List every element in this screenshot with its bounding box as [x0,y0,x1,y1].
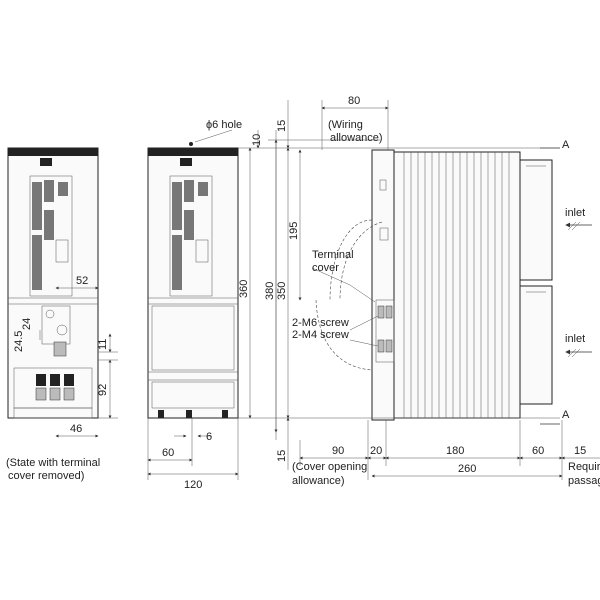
state-note-line-1: (State with terminal [6,457,100,469]
dimension-lines [39,100,600,480]
front-view [147,142,239,419]
dim-top-10: 10 [251,134,263,146]
dim-60-side: 60 [532,445,544,457]
dim-20: 20 [370,445,382,457]
dim-24-5: 24.5 [13,331,25,352]
required-label-2: passag [568,475,600,487]
hole-label: ϕ6 hole [206,119,242,131]
dim-90: 90 [332,445,344,457]
dimension-values: 80 15 10 195 380 350 360 52 24.5 24 11 9… [13,95,586,491]
dim-24: 24 [21,318,33,330]
dim-92: 92 [97,384,109,396]
inlet-top-label: inlet [565,207,585,219]
dim-52: 52 [76,275,88,287]
side-view [315,147,592,425]
dim-260: 260 [458,463,476,475]
labels: ϕ6 hole (Wiring allowance) Terminal cove… [6,119,600,487]
section-a-top-label: A [562,139,570,151]
dim-120: 120 [184,479,202,491]
dim-top-15: 15 [276,120,288,132]
front-view-cover-removed [7,147,99,419]
dim-350: 350 [276,282,288,300]
dim-6: 6 [206,431,212,443]
wiring-allowance-label-1: (Wiring [328,119,363,131]
state-note-line-2: cover removed) [8,470,84,482]
dim-46: 46 [70,423,82,435]
m4-screw-label: 2-M4 screw [292,329,349,341]
required-label-1: Requir [568,461,600,473]
dim-360: 360 [238,280,250,298]
terminal-cover-label-1: Terminal [312,249,354,261]
dim-380: 380 [264,282,276,300]
terminal-cover-label-2: cover [312,262,339,274]
inlet-bottom-label: inlet [565,333,585,345]
m6-screw-label: 2-M6 screw [292,317,349,329]
dim-right-15: 15 [574,445,586,457]
dim-180: 180 [446,445,464,457]
dim-195: 195 [288,222,300,240]
wiring-allowance-label-2: allowance) [330,132,383,144]
dim-11: 11 [97,339,109,350]
cover-opening-label-1: (Cover opening [292,461,367,473]
section-a-bottom-label: A [562,409,570,421]
cover-opening-label-2: allowance) [292,475,345,487]
dim-80: 80 [348,95,360,107]
dim-60-front: 60 [162,447,174,459]
dim-bottom-15: 15 [276,450,288,462]
